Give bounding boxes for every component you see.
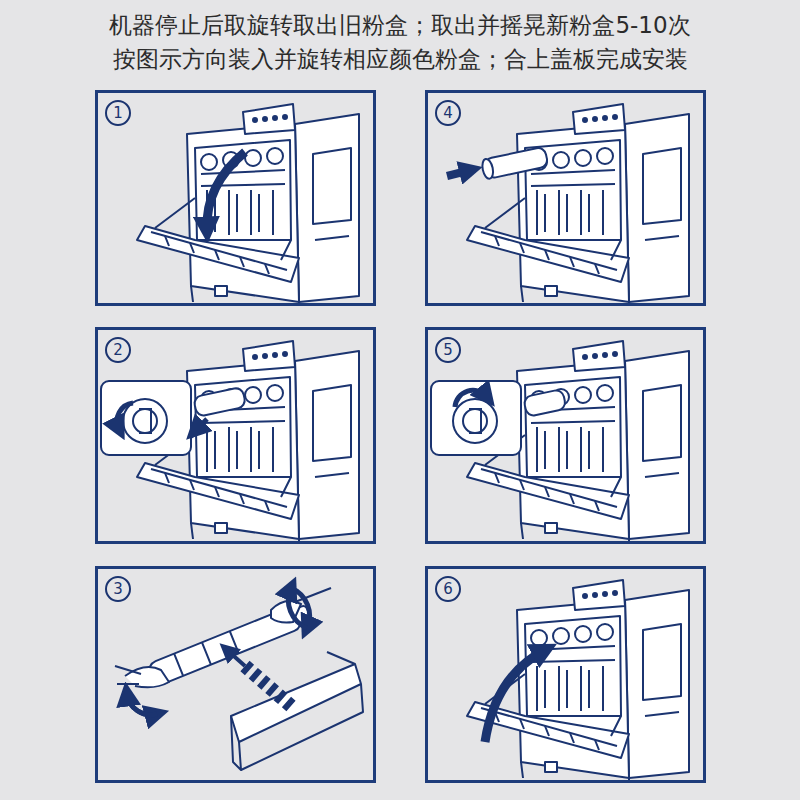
step-number: 2 — [105, 337, 131, 363]
step-number: 5 — [435, 337, 461, 363]
step-number: 1 — [105, 100, 131, 126]
step-panel: 2 — [95, 327, 376, 544]
title: 机器停止后取旋转取出旧粉盒；取出并摇晃新粉盒5-10次 按图示方向装入并旋转相应… — [20, 8, 780, 76]
step-panel: 4 — [425, 90, 706, 306]
step-panel: 6 — [425, 566, 706, 783]
step-number: 6 — [435, 576, 461, 602]
step-number: 3 — [105, 576, 131, 602]
step-panel: 5 — [425, 327, 706, 544]
step-number: 4 — [435, 100, 461, 126]
step-panel: 1 — [95, 90, 376, 306]
step-panel: 3 — [95, 566, 376, 783]
